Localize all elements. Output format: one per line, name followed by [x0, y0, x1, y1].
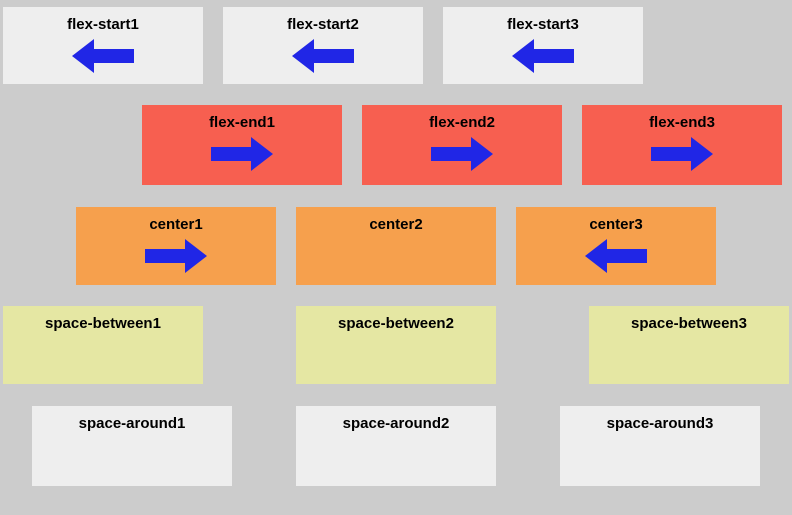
box-label: flex-start2 [287, 16, 359, 33]
box-space-around2: space-around2 [296, 406, 496, 486]
box-label: flex-end1 [209, 114, 275, 131]
arrow-right-icon [145, 239, 207, 273]
box-space-between3: space-between3 [589, 306, 789, 384]
box-center2: center2 [296, 207, 496, 285]
row-flex-end: flex-end1 flex-end2 flex-end3 [0, 105, 792, 185]
box-label: space-around1 [78, 415, 186, 432]
box-flex-start3: flex-start3 [443, 7, 643, 84]
box-flex-end1: flex-end1 [142, 105, 342, 185]
box-flex-end2: flex-end2 [362, 105, 562, 185]
box-space-between2: space-between2 [296, 306, 496, 384]
arrow-right-icon [211, 137, 273, 171]
box-label: center1 [149, 216, 203, 233]
arrow-left-icon [585, 239, 647, 273]
box-space-around3: space-around3 [560, 406, 760, 486]
box-space-between1: space-between1 [3, 306, 203, 384]
box-flex-start1: flex-start1 [3, 7, 203, 84]
box-label: flex-end3 [649, 114, 715, 131]
box-space-around1: space-around1 [32, 406, 232, 486]
row-flex-start: flex-start1 flex-start2 flex-start3 [0, 7, 792, 84]
arrow-left-icon [512, 39, 574, 73]
box-label: flex-end2 [429, 114, 495, 131]
arrow-left-icon [292, 39, 354, 73]
row-space-between: space-between1 space-between2 space-betw… [0, 306, 792, 384]
box-label: space-between2 [338, 315, 454, 332]
arrow-left-icon [72, 39, 134, 73]
row-center: center1 center2 center3 [0, 207, 792, 285]
arrow-right-icon [651, 137, 713, 171]
box-label: flex-start1 [67, 16, 139, 33]
flex-justify-demo-page: flex-start1 flex-start2 flex-start3 flex… [0, 7, 792, 515]
box-flex-start2: flex-start2 [223, 7, 423, 84]
box-label: center2 [369, 216, 423, 233]
box-flex-end3: flex-end3 [582, 105, 782, 185]
arrow-right-icon [431, 137, 493, 171]
box-center3: center3 [516, 207, 716, 285]
box-center1: center1 [76, 207, 276, 285]
box-label: space-between1 [45, 315, 161, 332]
row-space-around: space-around1 space-around2 space-around… [0, 406, 792, 486]
box-label: center3 [589, 216, 643, 233]
box-label: space-between3 [631, 315, 747, 332]
box-label: flex-start3 [507, 16, 579, 33]
box-label: space-around3 [606, 415, 714, 432]
box-label: space-around2 [342, 415, 450, 432]
